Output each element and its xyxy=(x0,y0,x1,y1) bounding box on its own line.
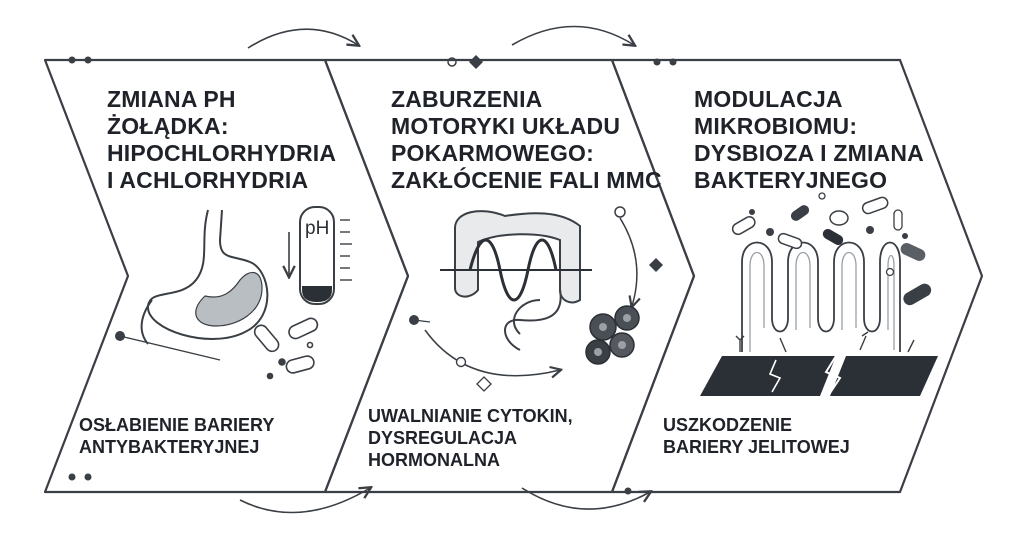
cytokine-cells-icon xyxy=(586,306,639,364)
decor-diamond xyxy=(469,55,483,69)
cycle-arrow xyxy=(425,330,560,376)
flow-arrow-top-1 xyxy=(248,29,358,48)
flow-arrow-top-2 xyxy=(512,27,634,46)
ph-label: pH xyxy=(305,218,329,240)
bacteria-icon xyxy=(252,316,320,378)
intestine-icon xyxy=(455,211,580,350)
stomach-icon xyxy=(142,210,268,344)
villi-icon xyxy=(742,243,900,353)
cycle-arrow-right xyxy=(620,218,637,306)
